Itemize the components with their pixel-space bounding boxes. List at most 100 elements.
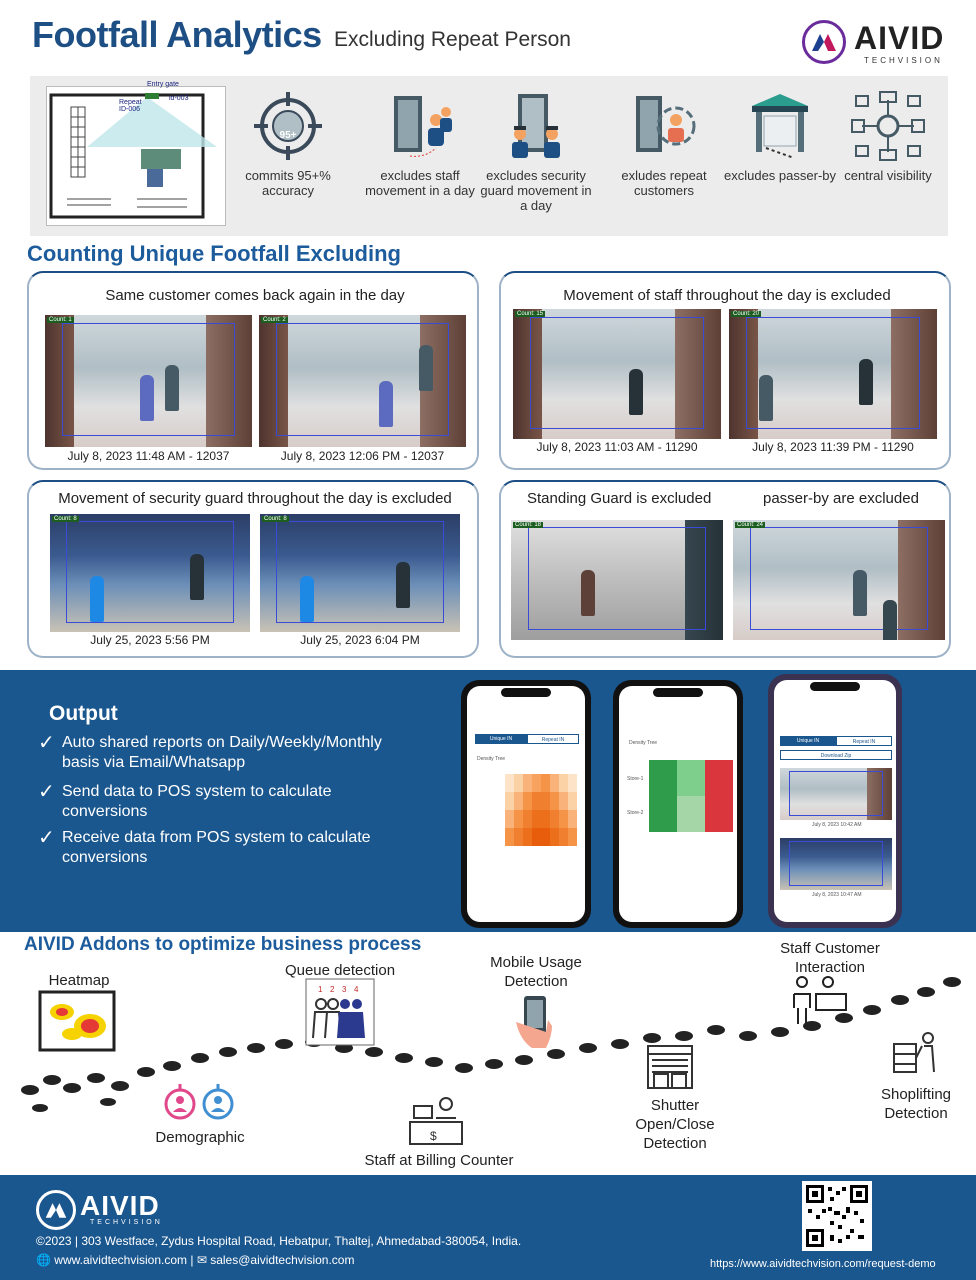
output-title: Output — [49, 702, 118, 725]
svg-text:$: $ — [430, 1129, 437, 1143]
footer-address: ©2023 | 303 Westface, Zydus Hospital Roa… — [36, 1234, 522, 1248]
card-title: Movement of security guard throughout th… — [58, 490, 452, 507]
footer-logo-wordmark: AIVID — [80, 1190, 160, 1221]
card-title-left: Standing Guard is excluded — [527, 490, 712, 507]
aivid-logo[interactable]: AIVID TECHVISION — [802, 18, 952, 68]
footer-logo-subtitle: TECHVISION — [90, 1219, 163, 1226]
tab-unique-in[interactable]: Unique IN — [780, 736, 836, 746]
addon-shoplifting-label: Shoplifting Detection — [880, 1086, 952, 1122]
snapshot-thumb[interactable] — [780, 768, 892, 820]
check-icon: ✓ — [38, 827, 55, 849]
svg-text:4: 4 — [354, 985, 359, 994]
camera-snapshot: Count: 15 — [513, 309, 721, 439]
feature-accuracy: 95+ commits 95+% accuracy — [230, 86, 346, 198]
shutter-icon — [647, 1045, 693, 1089]
snapshot-caption: July 8, 2023 10:42 AM — [812, 822, 862, 828]
floorplan-repeat-label: Repeat — [119, 99, 142, 106]
footer: AIVID TECHVISION ©2023 | 303 Westface, Z… — [0, 1175, 976, 1280]
camera-snapshot: Count: 1 — [45, 315, 252, 447]
output-item: ✓ Auto shared reports on Daily/Weekly/Mo… — [38, 733, 418, 773]
shoplifting-icon — [893, 1032, 935, 1073]
tab-repeat-in[interactable]: Repeat IN — [527, 734, 579, 744]
output-item: ✓ Send data to POS system to calculate c… — [38, 782, 418, 822]
card-standing-passerby: Standing Guard is excluded passer-by are… — [499, 480, 951, 658]
floorplan-repeat-id: ID-006 — [119, 106, 141, 113]
staff-door-icon — [394, 96, 452, 157]
logo-subtitle: TECHVISION — [864, 56, 943, 65]
email-link[interactable]: sales@aividtechvision.com — [210, 1253, 355, 1267]
addon-billing-label: Staff at Billing Counter — [364, 1152, 514, 1169]
density-heatmap — [505, 774, 577, 846]
tab-repeat-in[interactable]: Repeat IN — [836, 736, 892, 746]
svg-text:2: 2 — [330, 985, 335, 994]
feature-label: central visibility — [844, 168, 932, 183]
store-heatmap — [649, 760, 733, 832]
accuracy-badge: 95+ — [279, 130, 297, 141]
security-guard-icon — [512, 94, 560, 158]
snapshot-caption: July 8, 2023 11:48 AM - 12037 — [67, 449, 230, 463]
card-title-right: passer-by are excluded — [763, 490, 919, 507]
card-repeat-customer: Same customer comes back again in the da… — [27, 271, 479, 470]
staff-customer-icon — [793, 976, 847, 1024]
mail-icon: ✉ — [196, 1253, 207, 1267]
header: Footfall Analytics Excluding Repeat Pers… — [0, 0, 976, 72]
snapshot-caption: July 8, 2023 11:39 PM - 11290 — [752, 440, 914, 454]
phone-mockup-1: Unique IN Repeat IN Density Tree — [461, 680, 591, 928]
tab-unique-in[interactable]: Unique IN — [475, 734, 527, 744]
snapshot-caption: July 8, 2023 11:03 AM - 11290 — [536, 440, 698, 454]
card-title: Same customer comes back again in the da… — [105, 287, 405, 304]
mobile-usage-icon — [516, 996, 552, 1048]
download-zip-button[interactable]: Download Zip — [780, 750, 892, 760]
check-icon: ✓ — [38, 781, 55, 803]
camera-snapshot: Count: 20 — [729, 309, 937, 439]
feature-label: excludes passer-by — [724, 168, 836, 183]
snapshot-caption: July 8, 2023 10:47 AM — [812, 892, 862, 898]
page-title: Footfall Analytics — [32, 14, 322, 55]
camera-snapshot: Count: 8 — [50, 514, 250, 632]
page-subtitle: Excluding Repeat Person — [334, 28, 571, 51]
snapshot-caption: July 25, 2023 5:56 PM — [90, 633, 210, 647]
billing-counter-icon: $ — [409, 1097, 463, 1145]
card-guard-excluded: Movement of security guard throughout th… — [27, 480, 479, 658]
card-title: Movement of staff throughout the day is … — [563, 287, 891, 304]
feature-repeat: exludes repeat customers — [606, 86, 722, 198]
central-network-icon — [851, 91, 925, 161]
addon-demographic-label: Demographic — [155, 1129, 245, 1146]
footer-contacts: 🌐 www.aividtechvision.com | ✉ sales@aivi… — [36, 1253, 355, 1267]
globe-icon: 🌐 — [36, 1253, 51, 1267]
aivid-footer-logo-icon — [36, 1190, 76, 1230]
output-section: Output ✓ Auto shared reports on Daily/We… — [0, 670, 976, 932]
features-strip: Entry gate id-003 Repeat ID-006 95+ comm… — [30, 76, 948, 236]
row-label: Store-2 — [627, 810, 644, 816]
snapshot-caption: July 8, 2023 12:06 PM - 12037 — [280, 449, 445, 463]
row-label: Store-1 — [627, 776, 644, 782]
svg-text:3: 3 — [342, 985, 347, 994]
snapshot-thumb[interactable] — [780, 838, 892, 890]
section-addons-heading: AIVID Addons to optimize business proces… — [24, 934, 422, 955]
snapshot-caption: July 25, 2023 6:04 PM — [300, 633, 420, 647]
phone-screen: Unique IN Repeat IN Download Zip July 8,… — [774, 680, 896, 922]
feature-label: excludes staff movement in a day — [365, 168, 475, 198]
feature-label: commits 95+% accuracy — [245, 168, 331, 198]
output-item-text: Receive data from POS system to calculat… — [62, 829, 371, 866]
feature-label: exludes repeat customers — [621, 168, 707, 198]
floorplan-gate-label: Entry gate — [147, 81, 179, 88]
phone-mockup-3: Unique IN Repeat IN Download Zip July 8,… — [768, 674, 902, 928]
chart-label: Density Tree — [629, 740, 658, 746]
request-demo-url[interactable]: https://www.aividtechvision.com/request-… — [710, 1258, 936, 1270]
crosshair-95-icon — [254, 92, 322, 160]
phone-screen: Density Tree Store-1 Store-2 — [619, 686, 737, 922]
feature-passerby: excludes passer-by — [722, 86, 838, 183]
addon-heatmap-label: Heatmap — [48, 972, 110, 989]
aivid-logo-icon — [802, 20, 846, 64]
camera-snapshot: Count: 18 — [511, 520, 723, 640]
demographic-icon — [164, 1084, 234, 1120]
check-icon: ✓ — [38, 732, 55, 754]
addon-mobile-label: Mobile Usage Detection — [490, 954, 582, 990]
heatmap-icon — [38, 990, 116, 1052]
phone-mockup-2: Density Tree Store-1 Store-2 — [613, 680, 743, 928]
website-link[interactable]: www.aividtechvision.com — [54, 1253, 188, 1267]
qr-code[interactable] — [802, 1181, 872, 1251]
addon-staff-customer-label: Staff Customer Interaction — [780, 940, 880, 976]
